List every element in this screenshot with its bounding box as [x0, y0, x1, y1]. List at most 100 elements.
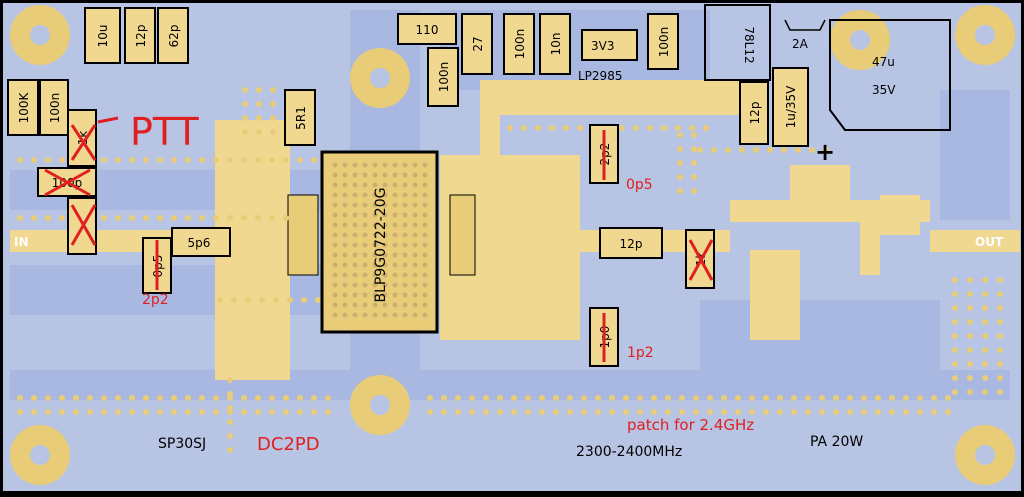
via [143, 157, 149, 163]
via [875, 395, 881, 401]
chip-via [332, 262, 338, 268]
chip-via [332, 182, 338, 188]
via [967, 277, 973, 283]
via [952, 389, 958, 395]
transistor-package [320, 150, 439, 334]
via [735, 395, 741, 401]
via [129, 215, 135, 221]
chip-via [412, 282, 418, 288]
annotation-in-new: 2p2 [142, 292, 169, 308]
via [952, 277, 958, 283]
chip-via [352, 242, 358, 248]
via [889, 395, 895, 401]
via [651, 395, 657, 401]
via [213, 157, 219, 163]
via [241, 409, 247, 415]
chip-via [332, 222, 338, 228]
via [311, 157, 317, 163]
via [287, 297, 293, 303]
via [255, 395, 261, 401]
chip-via [332, 252, 338, 258]
via [213, 395, 219, 401]
via [539, 395, 545, 401]
via [242, 87, 248, 93]
via [31, 215, 37, 221]
fuse-label: 2A [792, 37, 809, 51]
cap-100n-left: 100n [39, 79, 69, 136]
via [889, 409, 895, 415]
chip-via [382, 292, 388, 298]
via [31, 157, 37, 163]
via [241, 157, 247, 163]
chip-via [342, 192, 348, 198]
via [270, 101, 276, 107]
svg-text:27: 27 [471, 36, 485, 51]
via [255, 215, 261, 221]
via [982, 277, 988, 283]
via [455, 409, 461, 415]
chip-via [362, 212, 368, 218]
via [273, 297, 279, 303]
chip-via [402, 162, 408, 168]
chip-via [412, 262, 418, 268]
chip-via [422, 282, 428, 288]
via [691, 160, 697, 166]
via [997, 319, 1003, 325]
via [227, 419, 233, 425]
chip-via [372, 162, 378, 168]
via [256, 101, 262, 107]
via [217, 297, 223, 303]
via [952, 305, 958, 311]
via [691, 174, 697, 180]
via [945, 409, 951, 415]
chip-via [392, 202, 398, 208]
via [227, 157, 233, 163]
via [269, 409, 275, 415]
cap-12p-top: 12p [124, 7, 156, 64]
via [469, 395, 475, 401]
chip-via [422, 192, 428, 198]
chip-via [382, 222, 388, 228]
via [525, 409, 531, 415]
chip-via [402, 282, 408, 288]
via [735, 409, 741, 415]
svg-text:12p: 12p [134, 25, 148, 48]
frequency-label: 2300-2400MHz [576, 444, 682, 460]
fuse-outline [784, 19, 826, 31]
via [707, 395, 713, 401]
via [791, 409, 797, 415]
via [931, 395, 937, 401]
via [185, 157, 191, 163]
chip-via [332, 192, 338, 198]
cap-100n-a: 100n [427, 47, 459, 107]
chip-via [392, 232, 398, 238]
chip-via [332, 212, 338, 218]
via [511, 409, 517, 415]
via [931, 409, 937, 415]
via [17, 395, 23, 401]
chip-via [352, 182, 358, 188]
via [967, 361, 973, 367]
via [677, 174, 683, 180]
via [647, 125, 653, 131]
chip-via [372, 212, 378, 218]
chip-via [342, 292, 348, 298]
via [115, 215, 121, 221]
via [677, 188, 683, 194]
cap-12p-right: 12p [739, 81, 769, 145]
chip-via [332, 242, 338, 248]
cap-10n: 10n [539, 13, 571, 75]
via [997, 333, 1003, 339]
svg-text:10n: 10n [549, 33, 563, 56]
via [427, 395, 433, 401]
via [679, 395, 685, 401]
via [967, 347, 973, 353]
annotation-top-new: 0p5 [626, 177, 653, 193]
via [689, 125, 695, 131]
via [241, 215, 247, 221]
chip-via [362, 172, 368, 178]
via [623, 409, 629, 415]
chip-via [342, 162, 348, 168]
chip-via [362, 272, 368, 278]
via [325, 409, 331, 415]
